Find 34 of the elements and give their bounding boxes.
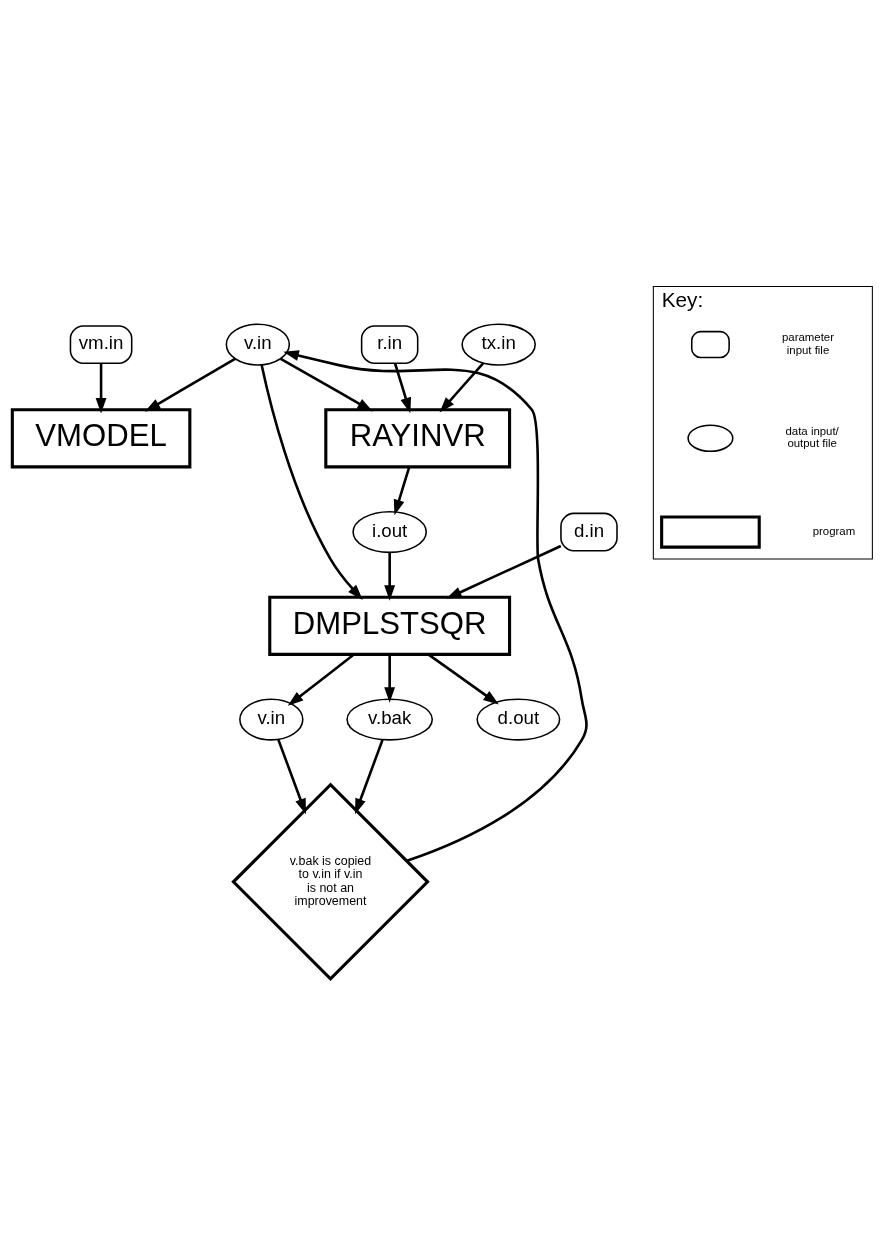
- node-box: vm.in: [69, 324, 133, 364]
- arrow: [355, 738, 384, 814]
- arrow: [287, 653, 355, 706]
- arrow: [144, 357, 236, 412]
- arrow: [384, 654, 396, 703]
- arrow: [393, 362, 412, 413]
- arrow: [384, 552, 396, 601]
- node-box: VMODEL: [10, 407, 192, 468]
- node-box: [660, 514, 761, 549]
- arrow: [393, 466, 411, 515]
- node-ellipse: [687, 424, 734, 452]
- node-ellipse: v.in: [225, 322, 291, 366]
- legend-label: program: [812, 524, 856, 537]
- node-ellipse: d.out: [476, 697, 561, 741]
- node-ellipse: i.out: [352, 510, 427, 553]
- node-diamond: v.bak is copied to v.in if v.in is not an improvement: [231, 782, 430, 981]
- node-box: DMPLSTSQR: [268, 595, 512, 656]
- node-ellipse: v.in: [239, 697, 304, 741]
- arrow: [277, 738, 306, 814]
- node-ellipse: tx.in: [461, 322, 536, 366]
- arrow: [95, 362, 107, 413]
- arrow: [446, 544, 562, 599]
- arrow: [427, 653, 499, 705]
- node-box: d.in: [560, 512, 618, 551]
- arrow: [283, 349, 588, 862]
- node-box: [690, 330, 730, 358]
- arrow: [260, 364, 363, 600]
- arrow: [439, 361, 485, 412]
- node-box: r.in: [360, 324, 419, 364]
- legend-label: data input/ output file: [785, 424, 839, 449]
- legend-label: parameter input file: [782, 330, 835, 356]
- arrow: [280, 357, 373, 412]
- node-box: RAYINVR: [324, 407, 512, 468]
- node-ellipse: v.bak: [346, 697, 434, 741]
